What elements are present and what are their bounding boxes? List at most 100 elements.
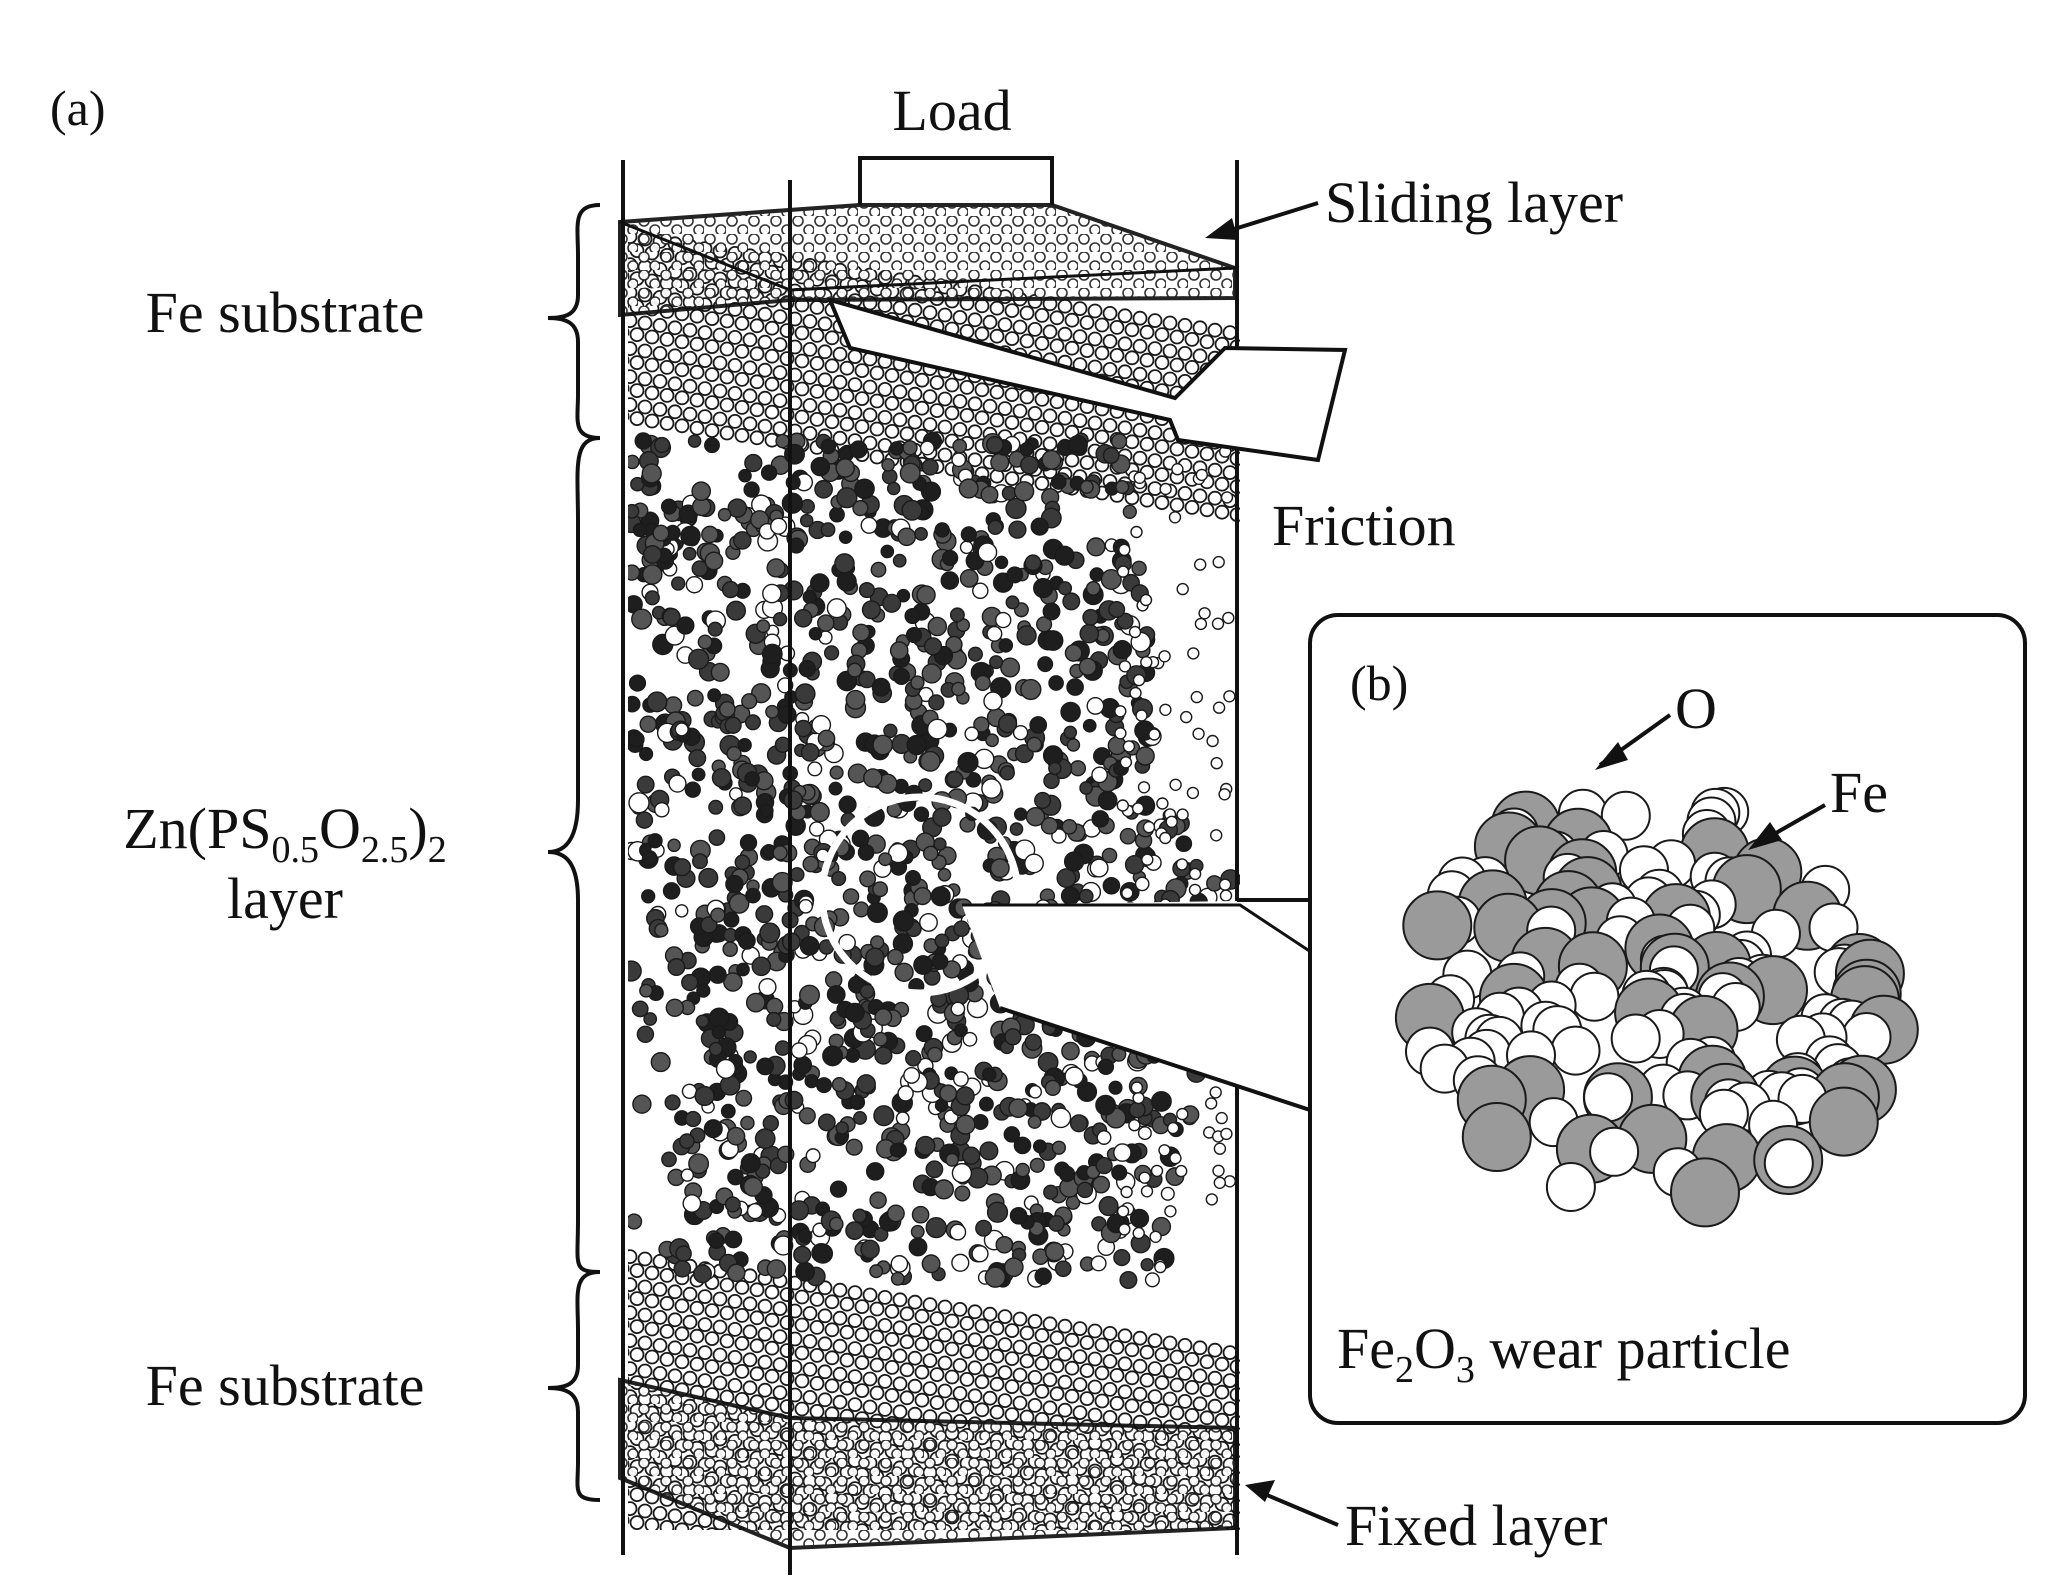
atom <box>1194 1565 1207 1578</box>
atom <box>999 765 1015 781</box>
atom <box>766 558 786 578</box>
atom <box>674 1354 690 1370</box>
atom <box>1057 1402 1073 1418</box>
atom <box>1207 462 1223 478</box>
atom <box>802 1334 818 1349</box>
atom <box>870 561 887 578</box>
atom <box>1140 656 1153 669</box>
atom <box>1050 474 1067 490</box>
atom <box>849 1094 866 1111</box>
atom <box>1190 690 1204 704</box>
atom <box>985 435 1004 454</box>
atom <box>1147 1361 1163 1376</box>
atom <box>884 423 900 439</box>
atom <box>934 933 950 949</box>
atom <box>641 463 662 484</box>
atom <box>1009 822 1024 836</box>
atom <box>737 931 756 950</box>
atom <box>1159 703 1172 716</box>
atom <box>644 1517 660 1530</box>
atom <box>1049 1386 1065 1402</box>
atom <box>1006 566 1024 584</box>
atom <box>1102 333 1118 349</box>
atom <box>749 1310 765 1326</box>
atom <box>869 421 885 437</box>
atom <box>1051 1583 1064 1588</box>
atom <box>749 374 765 390</box>
atom <box>734 399 750 415</box>
atom <box>1029 1567 1042 1580</box>
atom <box>974 326 990 342</box>
atom <box>684 781 701 798</box>
atom <box>820 438 837 455</box>
atom <box>937 868 952 882</box>
atom <box>1148 728 1161 741</box>
atom <box>1144 1272 1160 1288</box>
atom <box>914 1392 930 1408</box>
atom <box>1050 1107 1072 1129</box>
atom <box>1100 568 1122 591</box>
atom <box>889 641 909 660</box>
atom <box>951 1162 973 1184</box>
atom <box>832 1366 848 1382</box>
atom <box>824 414 840 430</box>
atom <box>743 481 760 498</box>
atom <box>734 371 750 387</box>
atom <box>667 1368 683 1384</box>
atom <box>1041 449 1062 470</box>
atom <box>737 737 752 753</box>
atom <box>1194 1537 1207 1550</box>
atom <box>1193 558 1207 571</box>
atom <box>757 1382 773 1398</box>
atom <box>742 416 758 432</box>
atom <box>742 1176 764 1197</box>
atom <box>1104 1579 1117 1588</box>
atom <box>720 1103 736 1119</box>
atom <box>727 1294 743 1309</box>
fixed-layer-arrowhead <box>1245 1480 1275 1502</box>
atom <box>749 430 765 446</box>
atom <box>697 634 713 650</box>
atom <box>772 421 788 437</box>
atom <box>1124 1370 1140 1386</box>
atom <box>659 387 675 403</box>
atom <box>1044 1079 1061 1097</box>
atom <box>883 723 898 738</box>
atom <box>1132 673 1146 687</box>
atom <box>858 581 875 599</box>
atom <box>1034 391 1050 407</box>
atom <box>959 540 974 555</box>
atom <box>884 1332 900 1347</box>
atom <box>632 522 648 538</box>
atom <box>1005 595 1020 610</box>
atom <box>653 436 671 454</box>
atom <box>704 1359 720 1374</box>
atom <box>757 418 773 434</box>
atom <box>967 1304 983 1320</box>
atom <box>1141 1570 1154 1583</box>
atom <box>1051 1140 1067 1155</box>
atom <box>1013 807 1028 821</box>
atom <box>958 478 979 499</box>
panel-b-label: (b) <box>1350 655 1408 711</box>
atom <box>1048 675 1064 691</box>
atom <box>1119 1553 1132 1566</box>
atom <box>1121 886 1134 900</box>
atom <box>817 1308 833 1324</box>
atom <box>937 391 953 407</box>
atom <box>719 425 735 441</box>
atom <box>997 714 1018 734</box>
atom <box>1004 303 1020 319</box>
atom <box>790 1042 808 1059</box>
atom <box>667 1340 683 1356</box>
atom <box>1079 1335 1095 1350</box>
atom <box>886 481 901 496</box>
atom <box>1109 1368 1125 1383</box>
atom <box>1154 1403 1170 1418</box>
atom <box>1169 1377 1185 1393</box>
atom <box>800 743 820 762</box>
atom <box>1116 799 1130 812</box>
atom <box>954 1555 967 1568</box>
atom <box>1061 1041 1080 1061</box>
atom <box>1192 1340 1208 1356</box>
